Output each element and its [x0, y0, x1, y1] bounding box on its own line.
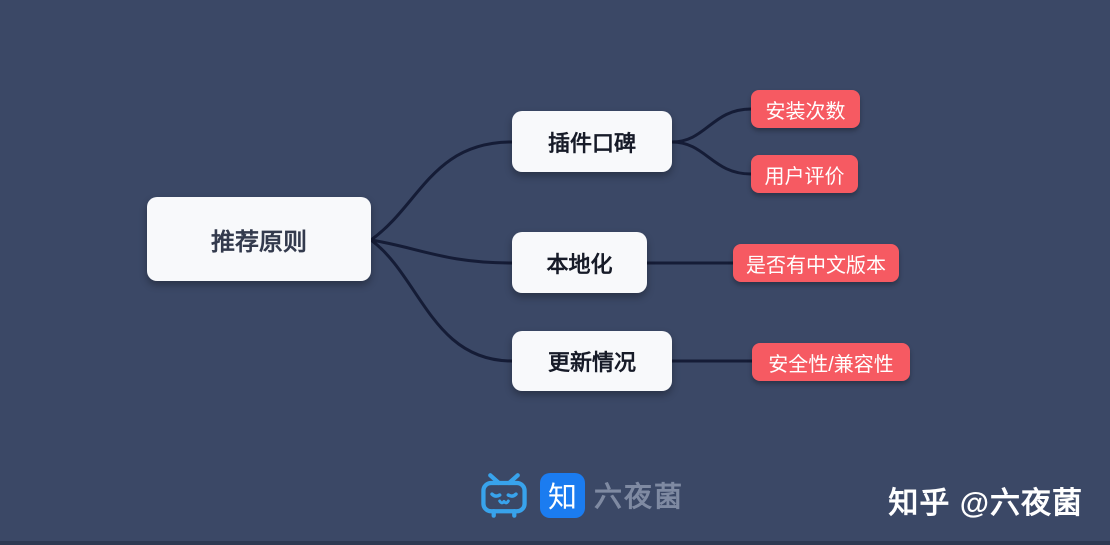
leaf-node-label: 安装次数	[765, 100, 846, 123]
leaf-node-label: 安全性/兼容性	[768, 353, 894, 376]
bottom-edge-strip	[0, 541, 1110, 545]
leaf-node-install-count[interactable]: 安装次数	[751, 90, 860, 128]
zhihu-icon-glyph: 知	[547, 482, 577, 514]
watermark-brand: 知 六夜菌	[477, 471, 684, 519]
branch-node-label: 更新情况	[547, 350, 636, 375]
root-node-recommend-principles[interactable]: 推荐原则	[147, 197, 371, 281]
root-node-label: 推荐原则	[211, 228, 307, 256]
leaf-node-security-compatibility[interactable]: 安全性/兼容性	[752, 343, 910, 381]
branch-node-plugin-reputation[interactable]: 插件口碑	[512, 111, 672, 172]
connector-root-branch0	[369, 140, 514, 242]
branch-node-localization[interactable]: 本地化	[512, 232, 647, 293]
branch-node-update-status[interactable]: 更新情况	[512, 331, 672, 391]
leaf-node-user-reviews[interactable]: 用户评价	[751, 155, 858, 193]
watermark-author-name: 六夜菌	[594, 481, 685, 512]
zhihu-credit-text: 知乎 @六夜菌	[888, 487, 1083, 520]
connector-root-branch1	[369, 238, 514, 265]
connector-branch0-leaf1	[670, 140, 753, 176]
leaf-node-chinese-version[interactable]: 是否有中文版本	[733, 244, 899, 282]
leaf-node-label: 是否有中文版本	[746, 254, 886, 277]
bilibili-tv-icon	[477, 471, 531, 519]
zhihu-icon: 知	[540, 472, 585, 518]
connector-branch0-leaf0	[670, 107, 753, 144]
branch-node-label: 本地化	[546, 251, 613, 277]
connector-root-branch2	[369, 238, 514, 363]
leaf-node-label: 用户评价	[764, 165, 845, 188]
branch-node-label: 插件口碑	[547, 130, 636, 156]
